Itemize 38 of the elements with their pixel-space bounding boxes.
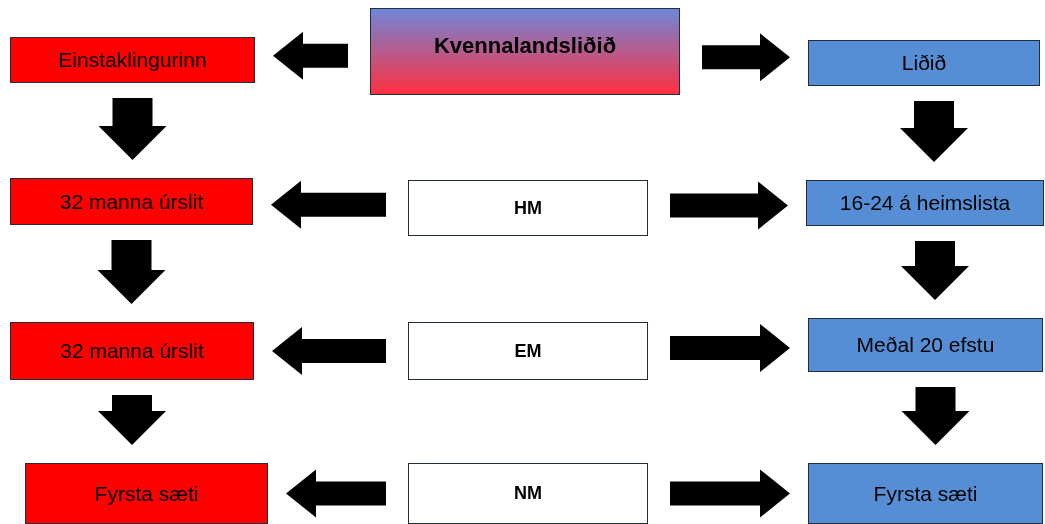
box-label: Fyrsta sæti <box>873 481 978 506</box>
block-arrow <box>286 469 386 518</box>
block-arrow <box>670 324 790 372</box>
category-box <box>408 463 648 524</box>
category-box <box>408 180 648 236</box>
box-label: 32 manna úrslit <box>59 189 204 214</box>
block-arrow <box>97 240 166 304</box>
block-arrow <box>900 101 968 162</box>
block-arrow <box>702 33 790 82</box>
process-box <box>806 180 1044 226</box>
process-box <box>10 322 254 380</box>
block-arrow <box>901 387 970 445</box>
box-label: Meðal 20 efstu <box>856 333 995 357</box>
box-label: HM <box>514 197 542 219</box>
box-label: Fyrsta sæti <box>94 481 199 506</box>
process-box <box>808 463 1043 524</box>
process-box <box>10 37 255 83</box>
box-label: EM <box>514 340 542 362</box>
box-label: 16-24 á heimslista <box>839 191 1011 215</box>
block-arrow <box>670 181 788 230</box>
box-label: Kvennalandsliðið <box>433 33 617 59</box>
category-box <box>408 322 648 380</box>
block-arrow <box>670 469 790 518</box>
process-box <box>25 463 268 524</box>
process-box <box>808 40 1040 86</box>
title-box <box>370 8 680 95</box>
block-arrow <box>901 241 969 300</box>
box-label: Einstaklingurinn <box>58 48 207 72</box>
box-label: Liðið <box>901 51 947 75</box>
block-arrow <box>271 180 386 229</box>
block-arrow <box>273 31 348 80</box>
block-arrow <box>272 327 386 375</box>
box-label: NM <box>514 483 542 504</box>
process-box <box>808 318 1043 372</box>
block-arrow <box>98 98 167 160</box>
box-label: 32 manna úrslit <box>60 339 204 363</box>
block-arrow <box>98 395 166 445</box>
process-box <box>10 178 253 225</box>
